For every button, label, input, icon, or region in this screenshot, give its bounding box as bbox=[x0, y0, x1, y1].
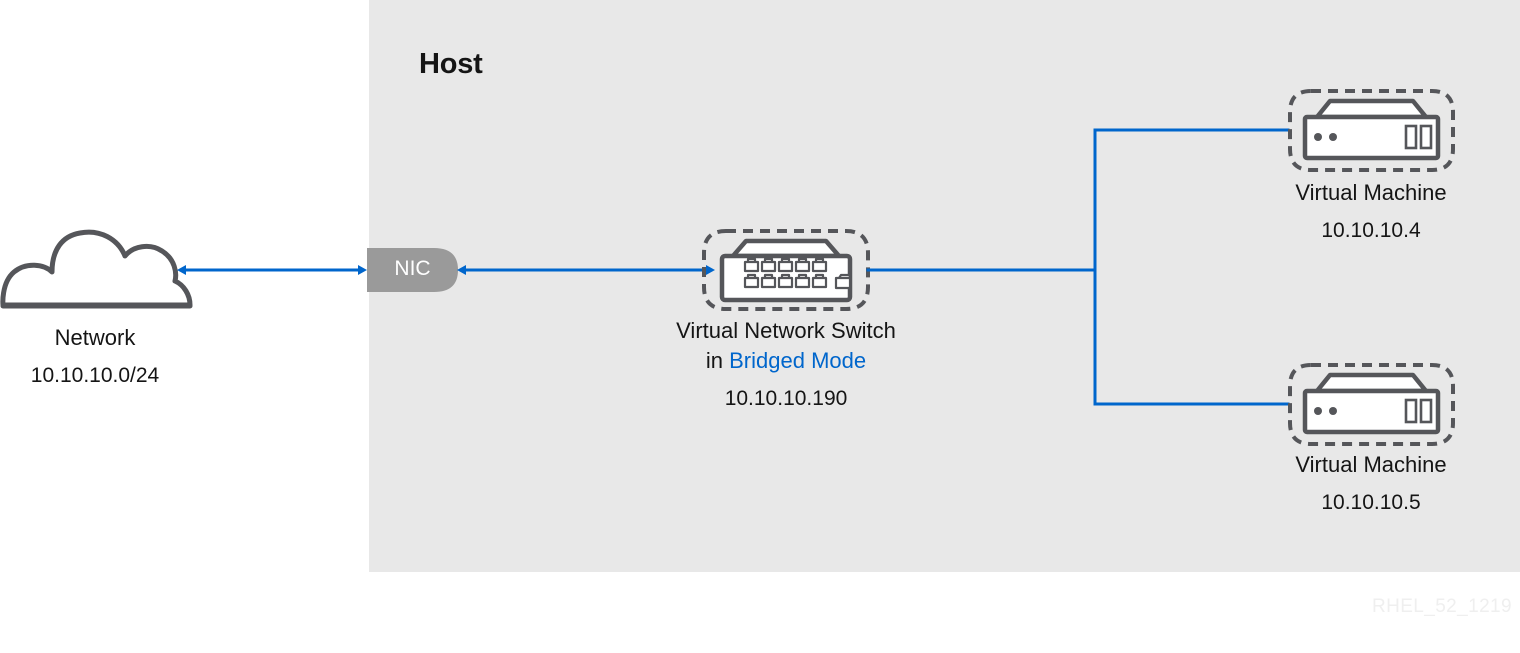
vm2-label-group: Virtual Machine 10.10.10.5 bbox=[1256, 452, 1486, 516]
host-title: Host bbox=[419, 48, 483, 80]
network-address: 10.10.10.0/24 bbox=[30, 363, 160, 387]
vm2-name: Virtual Machine bbox=[1295, 452, 1447, 477]
cloud-icon bbox=[0, 229, 193, 309]
switch-mode-link[interactable]: Bridged Mode bbox=[729, 347, 867, 373]
nic-box bbox=[367, 248, 458, 292]
switch-mode-prefix: in bbox=[705, 347, 730, 373]
vm2-address: 10.10.10.5 bbox=[1321, 490, 1421, 514]
vm1-name: Virtual Machine bbox=[1295, 180, 1447, 205]
network-name: Network bbox=[54, 325, 136, 350]
switch-name-line1: Virtual Network Switch bbox=[676, 318, 896, 343]
host-container bbox=[369, 0, 1520, 572]
vm1-address: 10.10.10.4 bbox=[1321, 218, 1421, 242]
network-switch-icon bbox=[702, 229, 870, 311]
virtual-machine-icon-2 bbox=[1288, 363, 1455, 446]
switch-label-group: Virtual Network Switch in Bridged Mode 1… bbox=[636, 318, 936, 412]
switch-address: 10.10.10.190 bbox=[724, 386, 848, 410]
connector-switch-to-vms bbox=[866, 128, 1290, 406]
watermark-label: RHEL_52_1219 bbox=[1371, 596, 1512, 617]
nic-label: NIC bbox=[394, 257, 431, 280]
switch-name-line2: in Bridged Mode bbox=[636, 348, 936, 374]
network-label-group: Network 10.10.10.0/24 bbox=[0, 325, 190, 389]
vm1-label-group: Virtual Machine 10.10.10.4 bbox=[1256, 180, 1486, 244]
virtual-machine-icon-1 bbox=[1288, 89, 1455, 172]
